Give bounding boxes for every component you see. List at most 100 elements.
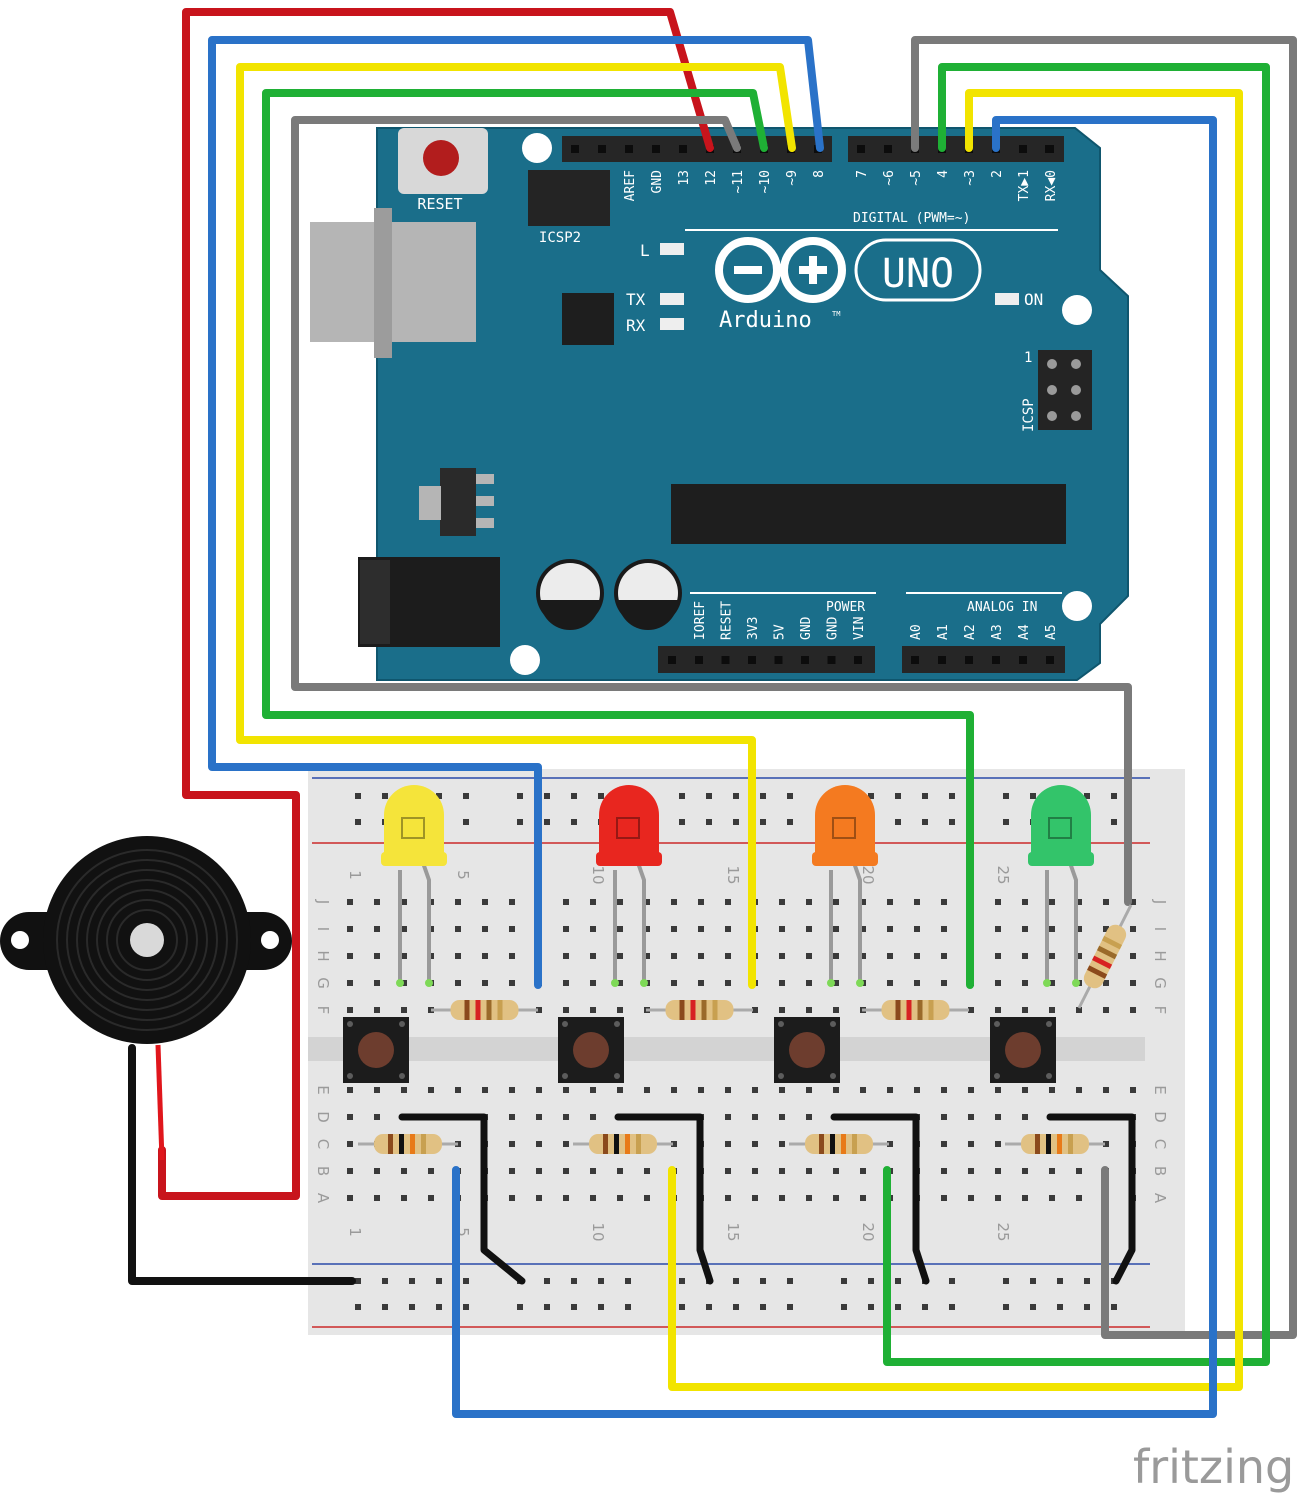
push-button[interactable] [774, 1017, 840, 1083]
rail-hole [1003, 819, 1009, 825]
breadboard-hole [752, 1007, 758, 1013]
breadboard-hole [725, 953, 731, 959]
breadboard-hole [1130, 1087, 1136, 1093]
led-pin [856, 979, 864, 987]
resistor-band [603, 1134, 608, 1154]
breadboard-hole [1022, 1195, 1028, 1201]
resistor-band [852, 1134, 857, 1154]
button-cap[interactable] [1005, 1032, 1041, 1068]
push-button[interactable] [990, 1017, 1056, 1083]
breadboard-hole [860, 926, 866, 932]
breadboard-hole [725, 899, 731, 905]
breadboard-hole [1022, 980, 1028, 986]
breadboard-hole [1022, 953, 1028, 959]
pin-label: GND [826, 616, 841, 640]
resistor-band [841, 1134, 846, 1154]
rail-hole [679, 819, 685, 825]
breadboard-hole [347, 1141, 353, 1147]
breadboard-hole [590, 1087, 596, 1093]
mounting-hole [510, 645, 540, 675]
resistor [646, 1000, 753, 1020]
rail-hole [436, 793, 442, 799]
breadboard-hole [941, 1168, 947, 1174]
breadboard-hole [563, 1141, 569, 1147]
breadboard-hole [779, 953, 785, 959]
resistor-body [450, 1000, 519, 1020]
breadboard-hole [1022, 1114, 1028, 1120]
led-rx-indicator [660, 318, 684, 330]
breadboard-hole [806, 926, 812, 932]
breadboard-hole [401, 1087, 407, 1093]
breadboard-hole [968, 1007, 974, 1013]
rail-hole [733, 1304, 739, 1310]
resistor [431, 1000, 538, 1020]
push-button[interactable] [558, 1017, 624, 1083]
button-cap[interactable] [573, 1032, 609, 1068]
rail-hole [949, 1278, 955, 1284]
logo-arduino-text: Arduino [719, 308, 812, 333]
header-pin [721, 656, 730, 664]
rail-hole [571, 1304, 577, 1310]
breadboard-hole [725, 1168, 731, 1174]
breadboard-hole [482, 926, 488, 932]
push-button[interactable] [343, 1017, 409, 1083]
rail-hole [787, 1278, 793, 1284]
breadboard-hole [968, 1114, 974, 1120]
reset-button-cap[interactable] [423, 140, 459, 176]
column-number: 25 [994, 1222, 1012, 1241]
breadboard-hole [563, 1168, 569, 1174]
breadboard-hole [536, 1195, 542, 1201]
rail-hole [706, 1304, 712, 1310]
breadboard-hole [401, 1007, 407, 1013]
header-pin [652, 145, 660, 153]
rail-hole [733, 793, 739, 799]
buzzer-ring [66, 859, 228, 1021]
button-corner [347, 1073, 353, 1079]
led-leg [635, 859, 646, 983]
breadboard-hole [1022, 1087, 1028, 1093]
rail-hole [760, 793, 766, 799]
breadboard-hole [1076, 1195, 1082, 1201]
rail-hole [760, 1304, 766, 1310]
column-number: 15 [724, 865, 742, 884]
row-letter: G [314, 977, 332, 989]
button-cap[interactable] [358, 1032, 394, 1068]
breadboard-hole [374, 1114, 380, 1120]
breadboard-hole [509, 1141, 515, 1147]
rail-hole [517, 819, 523, 825]
header-pin [571, 145, 579, 153]
wire-blue-pin8 [208, 36, 824, 989]
rail-hole [868, 1304, 874, 1310]
mounting-hole [1062, 591, 1092, 621]
resistor-band [1046, 1134, 1051, 1154]
breadboard-hole [860, 1087, 866, 1093]
rail-hole [1003, 1304, 1009, 1310]
rail-hole [436, 1278, 442, 1284]
resistor-shell [1021, 1134, 1089, 1154]
breadboard-hole [644, 926, 650, 932]
breadboard-hole [779, 980, 785, 986]
breadboard-hole [968, 1168, 974, 1174]
breadboard-hole [995, 1141, 1001, 1147]
breadboard-hole [617, 980, 623, 986]
pin-label: 4 [936, 170, 951, 178]
breadboard-hole [509, 980, 515, 986]
rail-hole [463, 793, 469, 799]
button-corner [614, 1021, 620, 1027]
row-letter: I [1151, 927, 1169, 931]
row-letter: J [1151, 899, 1169, 904]
rail-hole [571, 819, 577, 825]
pin-label: RX◀0 [1044, 170, 1059, 201]
led-yellow [381, 785, 447, 987]
breadboard-hole [806, 1007, 812, 1013]
rail-hole [841, 1304, 847, 1310]
resistor-body [589, 1134, 657, 1154]
button-cap[interactable] [789, 1032, 825, 1068]
breadboard-hole [779, 1114, 785, 1120]
column-number: 25 [994, 865, 1012, 884]
pin-label: A5 [1044, 624, 1059, 640]
breadboard-hole [860, 1195, 866, 1201]
breadboard-hole [1103, 1087, 1109, 1093]
breadboard-hole [347, 1087, 353, 1093]
